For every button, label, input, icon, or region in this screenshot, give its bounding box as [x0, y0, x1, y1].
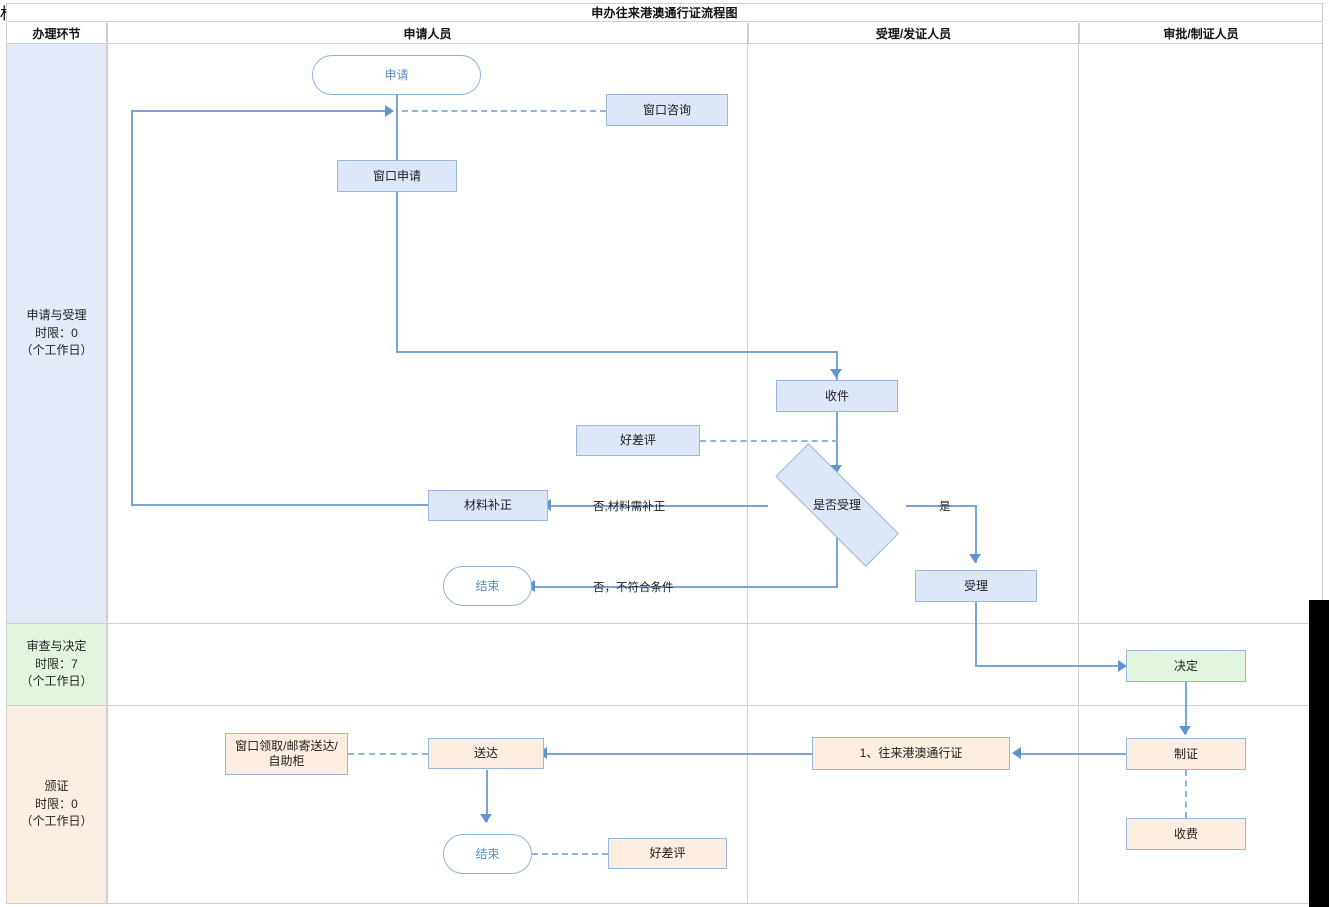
column-divider-1	[747, 624, 748, 706]
column-divider-1	[747, 44, 748, 624]
edge-decision-yes-right	[906, 505, 976, 507]
pickup-line-1: 窗口领取/邮寄送达/	[235, 739, 338, 753]
arrowhead-down-decision	[830, 465, 842, 474]
edge-fix-loop-up	[131, 110, 133, 506]
edge-fix-loop-right	[131, 110, 391, 112]
edge-decision-no-down	[836, 536, 838, 587]
lane-name: 颁证	[44, 779, 69, 794]
edge-accept-to-decision	[975, 665, 1125, 667]
lane-unit: （个工作日）	[20, 814, 93, 829]
right-edge-artifact	[1309, 600, 1329, 907]
edge-window-apply-right	[396, 351, 838, 353]
lane-name: 审查与决定	[26, 639, 87, 654]
edge-label-not-qualified: 否，不符合条件	[593, 582, 674, 594]
edge-apply-to-window-apply	[396, 94, 398, 172]
arrowhead-right-loop-join	[385, 105, 394, 117]
column-header-stage: 办理环节	[6, 23, 107, 44]
edge-label-need-fix: 否,材料需补正	[593, 501, 666, 513]
node-apply[interactable]: 申请	[312, 55, 481, 95]
arrowhead-down-receive	[830, 369, 842, 378]
node-receive-documents[interactable]: 收件	[776, 380, 898, 412]
column-header-applicant: 申请人员	[107, 23, 748, 44]
node-window-consult[interactable]: 窗口咨询	[606, 94, 728, 126]
edge-to-receive-down	[836, 351, 838, 380]
edge-cert-item-to-deliver	[544, 753, 814, 755]
node-deliver[interactable]: 送达	[428, 738, 544, 769]
node-decision-accept[interactable]: 是否受理	[748, 443, 926, 567]
node-decision-result[interactable]: 决定	[1126, 650, 1246, 682]
edge-decision-to-fix	[548, 505, 768, 507]
pickup-line-2: 自助柜	[268, 754, 305, 768]
column-header-acceptance-staff: 受理/发证人员	[748, 23, 1079, 44]
lane-limit: 时限：7	[35, 656, 78, 671]
edge-window-apply-down	[396, 192, 398, 352]
column-header-approval-staff: 审批/制证人员	[1079, 23, 1323, 44]
edge-pickup-to-deliver-dashed	[348, 753, 428, 755]
node-certificate-item[interactable]: 1、往来港澳通行证	[812, 737, 1010, 770]
node-make-certificate[interactable]: 制证	[1126, 738, 1246, 770]
edge-fix-loop-left	[131, 504, 428, 506]
node-material-correction[interactable]: 材料补正	[428, 490, 548, 521]
edge-make-cert-to-cert-item	[1018, 753, 1126, 755]
node-label: 是否受理	[812, 497, 861, 512]
node-service-review-2[interactable]: 好差评	[608, 838, 727, 869]
lane-limit: 时限：0	[35, 796, 78, 811]
column-divider-2	[1078, 44, 1079, 624]
node-pickup-options[interactable]: 窗口领取/邮寄送达/ 自助柜	[225, 733, 348, 775]
lane-name: 申请与受理	[26, 308, 87, 323]
lane-label-issuance: 颁证 时限：0 （个工作日）	[6, 706, 107, 904]
arrowhead-left-cert-item	[1012, 747, 1021, 759]
edge-deliver-to-end2	[486, 770, 488, 822]
edge-review1-dashed	[700, 440, 838, 442]
node-end-2[interactable]: 结束	[443, 834, 532, 874]
edge-accept-down	[975, 602, 977, 665]
node-fee[interactable]: 收费	[1126, 818, 1246, 850]
edge-label-yes: 是	[939, 501, 951, 513]
lane-body-application	[107, 44, 1323, 624]
lane-label-application: 申请与受理 时限：0 （个工作日）	[6, 44, 107, 624]
edge-apply-to-consult-dashed	[402, 110, 606, 112]
edge-make-cert-to-fee-dashed	[1185, 770, 1187, 818]
edge-decision-to-make-cert	[1185, 682, 1187, 734]
lane-unit: （个工作日）	[20, 674, 93, 689]
page-title: 申办往来港澳通行证流程图	[591, 6, 738, 20]
column-divider-2	[1078, 706, 1079, 904]
edge-end2-to-review2-dashed	[532, 853, 608, 855]
lane-label-review: 审查与决定 时限：7 （个工作日）	[6, 624, 107, 706]
lane-unit: （个工作日）	[20, 343, 93, 358]
edge-receive-to-decision	[836, 412, 838, 474]
node-service-review-1[interactable]: 好差评	[576, 425, 700, 456]
node-window-apply[interactable]: 窗口申请	[337, 160, 457, 192]
arrowhead-down-end2	[480, 814, 492, 823]
edge-decision-no-left	[532, 586, 838, 588]
arrowhead-right-decision	[1118, 660, 1127, 672]
node-end-1[interactable]: 结束	[443, 566, 532, 606]
column-divider-1	[747, 706, 748, 904]
chart-title-bar: 申办往来港澳通行证流程图	[6, 3, 1323, 22]
node-accept[interactable]: 受理	[915, 570, 1037, 602]
lane-limit: 时限：0	[35, 325, 78, 340]
edge-decision-yes-down	[975, 505, 977, 563]
arrowhead-down-accept	[969, 554, 981, 563]
arrowhead-down-make-cert	[1179, 726, 1191, 735]
